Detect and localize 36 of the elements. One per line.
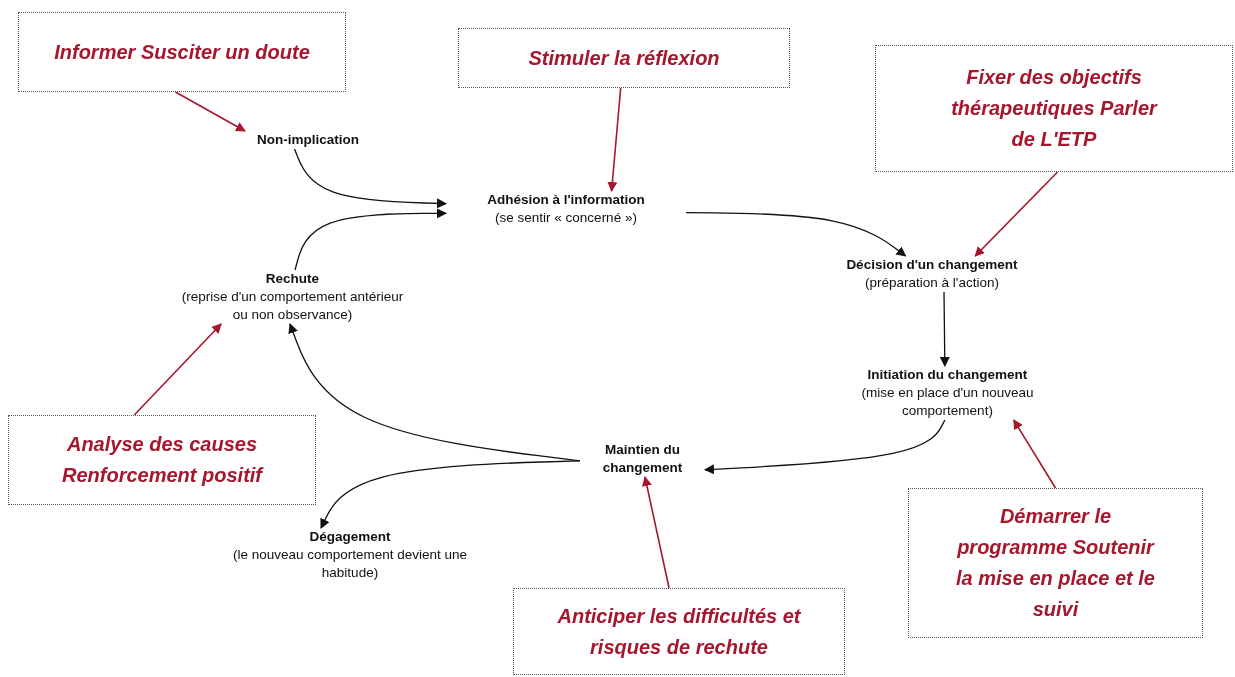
note-box (513, 588, 845, 675)
stage-title: Dégagement (308, 528, 392, 546)
note-text: Stimuler la réflexion (528, 45, 720, 71)
stage-description: (mise en place d'un nouveau comportement) (860, 384, 1035, 420)
stage-description: (reprise d'un comportement antérieur ou non observance) (180, 288, 405, 324)
stage-description: (préparation à l'action) (864, 274, 1000, 292)
arrow (974, 171, 1059, 257)
arrow (704, 419, 946, 475)
arrow (607, 87, 622, 192)
stage-title: Initiation du changement (866, 366, 1029, 384)
arrow (320, 460, 581, 529)
note-text: Anticiper les difficultés et risques de rechute (556, 603, 802, 660)
stage-title: Non-implication (256, 131, 360, 149)
stage-title: Décision d'un changement (845, 256, 1019, 274)
arrow (293, 148, 447, 209)
note-text: Fixer des objectifs thérapeutiques Parler de L'ETP (950, 65, 1159, 152)
arrow (685, 211, 907, 257)
note-box (8, 415, 316, 505)
note-text: Démarrer le programme Soutenir la mise en place et le suivi (955, 504, 1156, 622)
stage-title: Adhésion à l'information (486, 191, 646, 209)
stage-title: Rechute (264, 270, 321, 288)
note-box (908, 488, 1203, 638)
stage-title: Maintien du changement (601, 441, 684, 477)
arrow (294, 208, 447, 271)
arrow (642, 476, 670, 589)
note-box (458, 28, 790, 88)
arrow (133, 323, 222, 416)
arrow (939, 291, 950, 367)
note-text: Analyse des causes Renforcement positif (61, 432, 265, 488)
note-box (875, 45, 1233, 172)
arrow (174, 91, 246, 132)
arrow (1012, 419, 1057, 489)
note-box (18, 12, 346, 92)
stage-description: (se sentir « concerné ») (494, 209, 638, 227)
note-text: Informer Susciter un doute (54, 39, 310, 65)
stage-description: (le nouveau comportement devient une habitude) (231, 546, 469, 582)
